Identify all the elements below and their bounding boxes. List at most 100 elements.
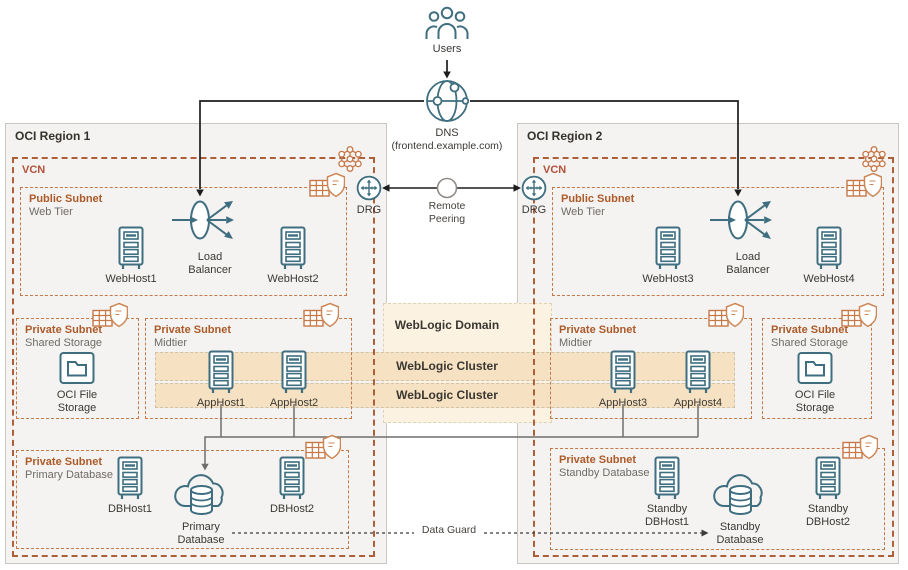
apphost1-node: AppHost1 xyxy=(189,350,253,410)
weblogic-cluster-label-1: WebLogic Cluster xyxy=(396,359,498,373)
apphost4-node: AppHost4 xyxy=(666,350,730,410)
vcn-icon xyxy=(858,144,890,174)
remote-peering-label: Remote Peering xyxy=(428,200,466,226)
server-icon xyxy=(655,226,681,270)
server-icon xyxy=(117,456,143,500)
vcn-icon xyxy=(334,144,366,174)
storage-subnet2-title: Private Subnet xyxy=(771,324,849,336)
database-cloud-icon xyxy=(708,472,772,518)
security-list-icon xyxy=(846,172,882,202)
weblogic-domain-label: WebLogic Domain xyxy=(394,318,500,332)
security-list-icon xyxy=(841,302,877,332)
dbhost2-node: DBHost2 xyxy=(260,456,324,516)
drg-icon xyxy=(356,175,382,201)
file-storage-node-region2: OCI File Storage xyxy=(783,350,847,415)
file-storage2-label: OCI File Storage xyxy=(794,389,836,414)
standby-database-node: Standby Database xyxy=(705,472,775,547)
storage-subnet-region1: Private Subnet Shared Storage xyxy=(16,318,139,419)
standby-dbhost1-label: Standby DBHost1 xyxy=(644,503,690,528)
security-list-icon xyxy=(92,302,128,332)
midtier-subnet2-tier: Midtier xyxy=(559,337,593,350)
storage-subnet1-tier: Shared Storage xyxy=(25,337,103,350)
standby-dbhost2-label: Standby DBHost2 xyxy=(805,503,851,528)
webhost1-label: WebHost1 xyxy=(105,273,157,285)
apphost2-node: AppHost2 xyxy=(262,350,326,410)
standby-dbhost1-node: Standby DBHost1 xyxy=(635,456,699,529)
db-subnet1-tier: Primary Database xyxy=(25,469,114,482)
server-icon xyxy=(281,350,307,394)
database-cloud-icon xyxy=(169,472,233,518)
webhost2-node: WebHost2 xyxy=(261,226,325,286)
apphost1-label: AppHost1 xyxy=(196,397,246,409)
midtier-subnet-region2: Private Subnet Midtier xyxy=(550,318,752,419)
file-storage-icon xyxy=(797,350,833,386)
load-balancer-node-region1: Load Balancer xyxy=(170,192,250,277)
server-icon xyxy=(610,350,636,394)
webhost3-node: WebHost3 xyxy=(636,226,700,286)
server-icon xyxy=(685,350,711,394)
public-subnet1-tier: Web Tier xyxy=(29,206,73,219)
users-icon xyxy=(425,6,469,39)
weblogic-cluster-band-2 xyxy=(155,383,735,408)
db-subnet-region1: Private Subnet Primary Database xyxy=(16,450,349,549)
apphost2-label: AppHost2 xyxy=(269,397,319,409)
apphost3-label: AppHost3 xyxy=(598,397,648,409)
drg1-label: DRG xyxy=(356,204,382,216)
midtier-subnet1-title: Private Subnet xyxy=(154,324,232,336)
server-icon xyxy=(208,350,234,394)
primary-database-label: Primary Database xyxy=(177,521,225,546)
vcn1-label: VCN xyxy=(22,164,46,176)
remote-peering-icon xyxy=(436,177,458,199)
webhost2-label: WebHost2 xyxy=(267,273,319,285)
dns-label: DNS xyxy=(435,127,459,139)
midtier-subnet1-tier: Midtier xyxy=(154,337,188,350)
dns-domain-label: (frontend.example.com) xyxy=(391,139,503,152)
users-node: Users xyxy=(424,6,470,56)
server-icon xyxy=(815,456,841,500)
server-icon xyxy=(279,456,305,500)
load-balancer-icon xyxy=(170,192,250,248)
public-subnet1-title: Public Subnet xyxy=(29,193,103,205)
primary-database-node: Primary Database xyxy=(166,472,236,547)
dbhost1-label: DBHost1 xyxy=(107,503,153,515)
public-subnet2-tier: Web Tier xyxy=(561,206,605,219)
load-balancer1-label: Load Balancer xyxy=(188,251,232,276)
region1-title: OCI Region 1 xyxy=(15,129,91,143)
standby-dbhost2-node: Standby DBHost2 xyxy=(796,456,860,529)
security-list-icon xyxy=(309,172,345,202)
drg-icon xyxy=(521,175,547,201)
weblogic-cluster-band-1 xyxy=(155,352,735,381)
apphost3-node: AppHost3 xyxy=(591,350,655,410)
server-icon xyxy=(118,226,144,270)
public-subnet2-title: Public Subnet xyxy=(561,193,635,205)
file-storage-icon xyxy=(59,350,95,386)
weblogic-cluster-label-2: WebLogic Cluster xyxy=(396,388,498,402)
midtier-subnet2-title: Private Subnet xyxy=(559,324,637,336)
standby-database-label: Standby Database xyxy=(716,521,764,546)
webhost4-label: WebHost4 xyxy=(803,273,855,285)
storage-subnet-region2: Private Subnet Shared Storage xyxy=(762,318,872,419)
public-subnet-region1: Public Subnet Web Tier xyxy=(20,187,347,296)
load-balancer2-label: Load Balancer xyxy=(726,251,770,276)
webhost1-node: WebHost1 xyxy=(99,226,163,286)
drg2-label: DRG xyxy=(521,204,547,216)
drg-node-region1: DRG xyxy=(347,175,391,217)
users-label: Users xyxy=(432,43,462,55)
load-balancer-icon xyxy=(708,192,788,248)
webhost3-label: WebHost3 xyxy=(642,273,694,285)
security-list-icon xyxy=(708,302,744,332)
dns-node: DNS (frontend.example.com) xyxy=(367,78,527,152)
public-subnet-region2: Public Subnet Web Tier xyxy=(552,187,884,296)
file-storage1-label: OCI File Storage xyxy=(56,389,98,414)
region2-title: OCI Region 2 xyxy=(527,129,603,143)
server-icon xyxy=(280,226,306,270)
load-balancer-node-region2: Load Balancer xyxy=(708,192,788,277)
storage-subnet2-tier: Shared Storage xyxy=(771,337,849,350)
db-subnet1-title: Private Subnet xyxy=(25,456,103,468)
server-icon xyxy=(816,226,842,270)
dns-icon xyxy=(426,80,470,122)
midtier-subnet-region1: Private Subnet Midtier xyxy=(145,318,352,419)
drg-node-region2: DRG xyxy=(512,175,556,217)
file-storage-node-region1: OCI File Storage xyxy=(45,350,109,415)
